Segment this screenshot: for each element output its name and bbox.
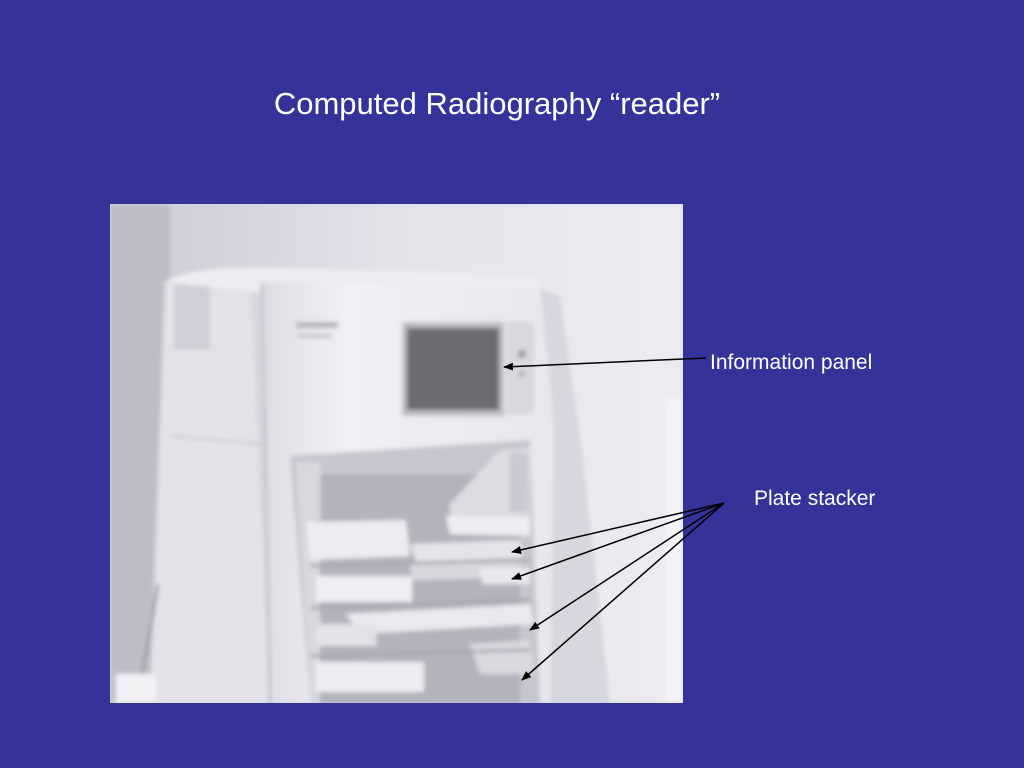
information-panel-arrow — [503, 357, 707, 371]
slide-title: Computed Radiography “reader” — [273, 86, 721, 121]
reader-photo — [110, 204, 683, 703]
information-panel-label: Information panel — [710, 351, 873, 374]
reader-photo-drawing — [110, 204, 683, 703]
plate-stacker-arrow — [511, 502, 725, 580]
plate-stacker-arrow — [511, 502, 725, 554]
plate-stacker-arrow — [529, 502, 725, 631]
plate-stacker-arrow — [521, 502, 725, 681]
plate-stacker-label: Plate stacker — [754, 487, 876, 510]
